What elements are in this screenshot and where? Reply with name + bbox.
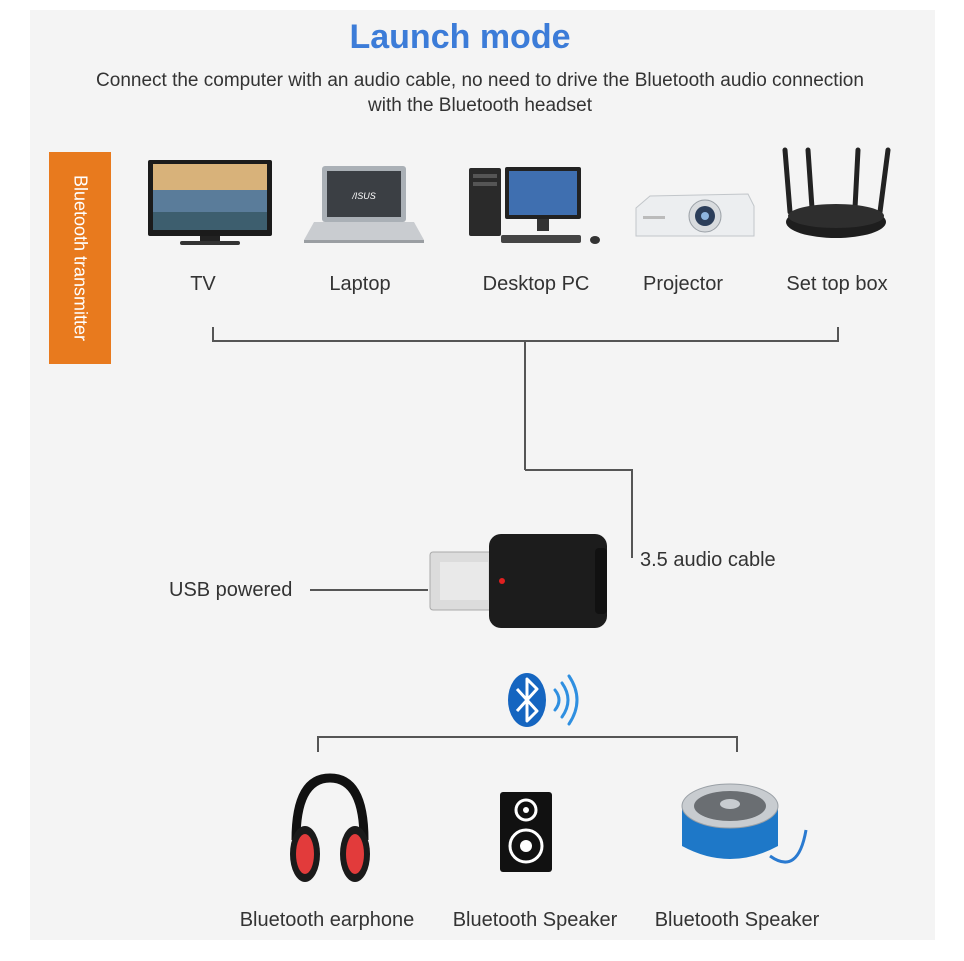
side-tab: Bluetooth transmitter — [49, 152, 111, 364]
svg-text:/ISUS: /ISUS — [351, 191, 376, 201]
page-title: Launch mode — [349, 18, 571, 56]
source-label-set-top-box: Set top box — [786, 273, 888, 295]
bluetooth-transmitter-device — [429, 534, 607, 628]
tv-icon — [148, 160, 272, 245]
usb-powered-label: USB powered — [169, 579, 293, 601]
source-label-projector: Projector — [642, 273, 724, 295]
laptop-icon: /ISUS — [304, 166, 424, 243]
output-label-speaker: Bluetooth Speaker — [452, 909, 618, 931]
output-connector — [317, 736, 738, 752]
audio-cable-label: 3.5 audio cable — [640, 549, 776, 571]
output-label-earphone: Bluetooth earphone — [239, 909, 415, 931]
portable-speaker-icon — [681, 783, 808, 864]
source-label-desktop-pc: Desktop PC — [482, 273, 590, 295]
speaker-icon — [500, 792, 552, 872]
source-label-laptop: Laptop — [329, 273, 391, 295]
router-icon — [782, 147, 891, 238]
output-label-portable-speaker: Bluetooth Speaker — [654, 909, 820, 931]
projector-icon — [635, 193, 755, 237]
status-led — [499, 578, 505, 584]
source-connector — [212, 327, 839, 591]
source-label-tv: TV — [190, 273, 216, 295]
bluetooth-icon — [508, 673, 579, 727]
desktop-pc-icon — [469, 167, 600, 244]
page-subtitle: Connect the computer with an audio cable… — [96, 70, 864, 116]
headphones-icon — [290, 773, 370, 882]
